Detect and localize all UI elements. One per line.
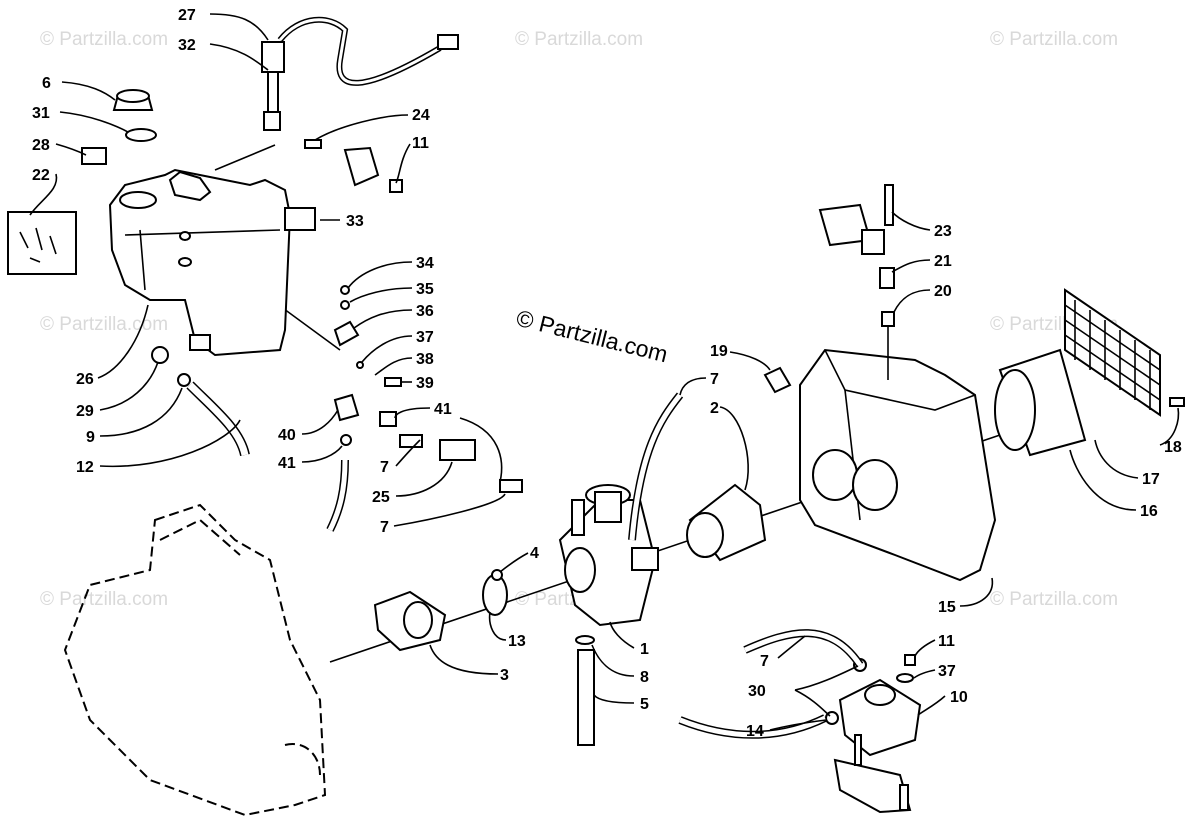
box-grommet — [881, 311, 895, 327]
air-silencer-box — [799, 348, 997, 582]
callout-15: 15 — [938, 599, 956, 616]
callout-14: 14 — [746, 723, 764, 740]
clamp-nut — [491, 569, 503, 581]
overflow-tube — [577, 649, 595, 746]
callout-41: 41 — [278, 455, 296, 472]
callout-11: 11 — [412, 135, 429, 152]
callout-37: 37 — [416, 329, 434, 346]
callout-2: 2 — [710, 400, 719, 417]
callout-4: 4 — [530, 545, 539, 562]
callout-18: 18 — [1164, 439, 1182, 456]
callout-7: 7 — [380, 459, 389, 476]
callout-1: 1 — [640, 641, 649, 658]
wire-connector — [437, 34, 459, 50]
callout-29: 29 — [76, 403, 94, 420]
screen-mesh — [1064, 288, 1161, 417]
gauge-wire — [277, 16, 442, 86]
fuel-tank — [108, 168, 292, 357]
fuel-gauge-sender — [261, 41, 285, 131]
callout-13: 13 — [508, 633, 526, 650]
watermark-text: © Partzilla.com — [40, 314, 168, 335]
watermark-text: © Partzilla.com — [990, 29, 1118, 50]
callout-23: 23 — [934, 223, 952, 240]
callout-16: 16 — [1140, 503, 1158, 520]
callout-25: 25 — [372, 489, 390, 506]
callout-3: 3 — [500, 667, 509, 684]
watermark-text: © Partzilla.com — [40, 589, 168, 610]
callout-12: 12 — [76, 459, 94, 476]
callout-37: 37 — [938, 663, 956, 680]
watermark-text: © Partzilla.com — [990, 589, 1118, 610]
callout-36: 36 — [416, 303, 434, 320]
silencer-screw — [1169, 397, 1185, 407]
watermark-text: © Partzilla.com — [515, 29, 643, 50]
callout-20: 20 — [934, 283, 952, 300]
watermark-text: © Partzilla.com — [40, 29, 168, 50]
decal-small — [81, 147, 107, 165]
silencer-clip — [763, 366, 792, 394]
callout-7: 7 — [760, 653, 769, 670]
callout-7: 7 — [380, 519, 389, 536]
mounting-bracket — [304, 139, 403, 193]
callout-40: 40 — [278, 427, 296, 444]
callout-11: 11 — [938, 633, 955, 650]
callout-7: 7 — [710, 371, 719, 388]
electrical-connector — [818, 203, 885, 255]
callout-33: 33 — [346, 213, 364, 230]
fuel-outlet-fitting — [151, 346, 250, 457]
callout-22: 22 — [32, 167, 50, 184]
callout-38: 38 — [416, 351, 434, 368]
callout-5: 5 — [640, 696, 649, 713]
intake-boot — [686, 483, 767, 562]
carburetor — [558, 484, 659, 627]
callouts: 27 32 6 31 28 22 24 11 33 34 35 36 37 38… — [32, 7, 1182, 740]
hose-clamp — [482, 574, 508, 616]
callout-17: 17 — [1142, 471, 1160, 488]
callout-24: 24 — [412, 107, 430, 124]
callout-6: 6 — [42, 75, 51, 92]
leader-lines — [29, 13, 1180, 731]
callout-31: 31 — [32, 105, 50, 122]
callout-27: 27 — [178, 7, 196, 24]
intake-flange — [373, 590, 447, 652]
callout-32: 32 — [178, 37, 196, 54]
fuel-petcock — [333, 285, 523, 493]
tank-cap — [112, 89, 154, 111]
warning-label — [7, 211, 77, 275]
callout-21: 21 — [934, 253, 952, 270]
fuel-label — [284, 207, 316, 231]
silencer-tube — [994, 348, 1087, 457]
engine-outline — [63, 503, 327, 817]
callout-41: 41 — [434, 401, 452, 418]
callout-8: 8 — [640, 669, 649, 686]
callout-39: 39 — [416, 375, 434, 392]
tube-clamp — [575, 635, 595, 645]
box-spacer — [879, 267, 895, 289]
box-bolt — [884, 184, 894, 226]
callout-9: 9 — [86, 429, 95, 446]
main-watermark: © Partzilla.com — [514, 305, 671, 368]
callout-34: 34 — [416, 255, 434, 272]
cap-gasket — [125, 128, 157, 142]
callout-10: 10 — [950, 689, 968, 706]
callout-19: 19 — [710, 343, 728, 360]
callout-30: 30 — [748, 683, 766, 700]
callout-28: 28 — [32, 137, 50, 154]
fuel-pump — [825, 654, 922, 814]
callout-35: 35 — [416, 281, 434, 298]
callout-26: 26 — [76, 371, 94, 388]
